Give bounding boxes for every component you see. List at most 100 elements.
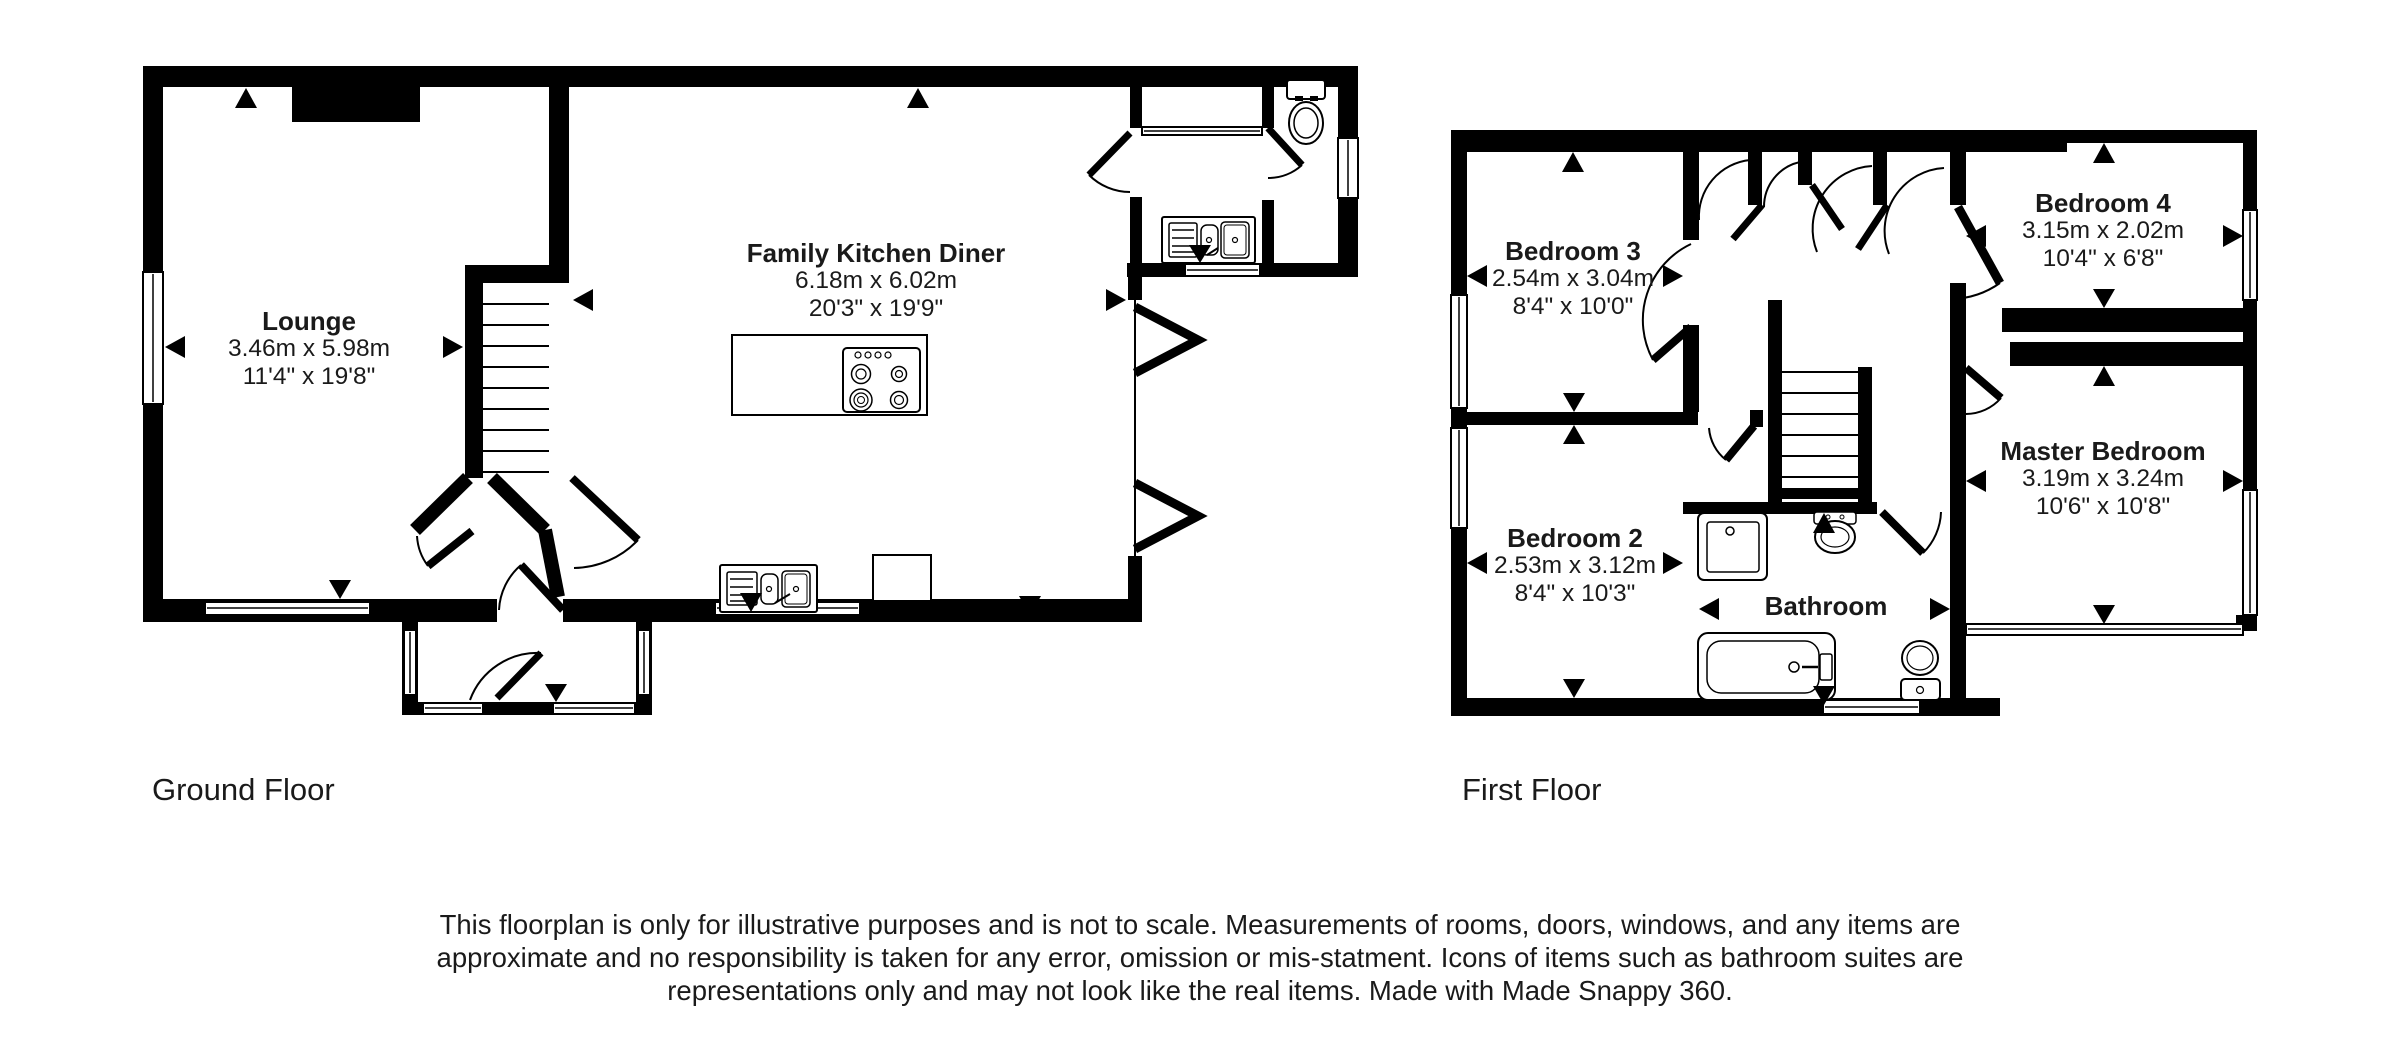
arrow-right-icon — [1663, 552, 1683, 574]
landing-door-arc — [1762, 161, 1801, 208]
bedroom3-door-arc — [1641, 243, 1692, 361]
arrow-down-icon — [2093, 605, 2115, 624]
room-name: Bedroom 3 — [1505, 236, 1641, 266]
arrow-down-icon — [2093, 289, 2115, 308]
room-dim-imperial: 11'4" x 19'8" — [242, 363, 376, 390]
arrow-down-icon — [1563, 679, 1585, 698]
arrow-down-icon — [740, 593, 762, 612]
utility-sink-icon — [1161, 216, 1256, 264]
kitchen-sink-icon — [719, 564, 818, 613]
disclaimer-line-2: approximate and no responsibility is tak… — [436, 942, 1964, 973]
front-door-arc — [498, 564, 522, 611]
bathroom-door-arc — [1922, 511, 1942, 554]
bedroom2-door-leaf — [1722, 423, 1758, 463]
hallway-angled-walls — [410, 473, 565, 599]
room-name: Bedroom 4 — [2035, 188, 2171, 218]
room-label-bathroom: Bathroom — [1765, 592, 1888, 620]
arrow-up-icon — [1813, 513, 1835, 533]
wc-toilet-icon — [1286, 79, 1326, 145]
lounge-door-arc — [416, 535, 429, 567]
kitchen-unit — [872, 554, 932, 602]
room-dim-imperial: 8'4" x 10'3" — [1514, 580, 1636, 607]
kitchen-door-leaf — [569, 475, 641, 543]
first-floor-measure-arrows — [1467, 143, 2243, 705]
arrow-left-icon — [1699, 598, 1719, 620]
landing-door-arc — [1883, 167, 1945, 255]
rear-lobby-door-arc — [1088, 174, 1131, 193]
room-dim-metric: 3.46m x 5.98m — [227, 335, 391, 362]
room-label-bedroom3: Bedroom 3 2.54m x 3.04m 8'4" x 10'0" — [1492, 237, 1654, 321]
room-label-kitchen: Family Kitchen Diner 6.18m x 6.02m 20'3"… — [747, 239, 1006, 323]
landing-door-leaf — [1855, 203, 1890, 251]
porch-door-arc — [469, 651, 542, 701]
room-label-bedroom2: Bedroom 2 2.53m x 3.12m 8'4" x 10'3" — [1494, 524, 1656, 608]
bedroom2-door-arc — [1708, 427, 1727, 461]
first-floor-caption: First Floor — [1462, 772, 1602, 807]
arrow-down-icon — [1019, 596, 1041, 615]
landing-door-leaf — [1730, 202, 1765, 242]
arrow-left-icon — [1467, 265, 1487, 287]
arrow-down-icon — [545, 684, 567, 702]
arrow-right-icon — [2223, 470, 2243, 492]
room-dim-metric: 6.18m x 6.02m — [794, 267, 958, 294]
room-label-lounge: Lounge 3.46m x 5.98m 11'4" x 19'8" — [228, 307, 390, 391]
landing-door-leaf — [1809, 183, 1845, 231]
bedroom4-door-arc — [1951, 282, 2001, 300]
ground-floor-plan — [142, 66, 1359, 715]
arrow-left-icon — [1966, 470, 1986, 492]
arrow-up-icon — [235, 88, 257, 108]
arrow-left-icon — [573, 289, 593, 311]
kitchen-door-arc — [573, 539, 639, 569]
room-dim-metric: 3.19m x 3.24m — [2021, 465, 2185, 492]
arrow-right-icon — [1930, 598, 1950, 620]
porch-door-leaf — [494, 650, 544, 701]
wc-door-arc — [1267, 164, 1303, 180]
room-dim-metric: 2.53m x 3.12m — [1493, 552, 1657, 579]
room-name: Lounge — [262, 306, 356, 336]
landing-door-arc — [1697, 159, 1751, 221]
arrow-down-icon — [1189, 245, 1211, 263]
arrow-down-icon — [1563, 393, 1585, 412]
bedroom3-door-leaf — [1650, 323, 1694, 364]
arrow-up-icon — [1563, 425, 1585, 444]
room-dim-metric: 3.15m x 2.02m — [2021, 217, 2185, 244]
room-dim-imperial: 10'6" x 10'8" — [2035, 493, 2171, 520]
arrow-left-icon — [1467, 552, 1487, 574]
arrow-down-icon — [1813, 686, 1835, 705]
room-dim-imperial: 10'4" x 6'8" — [2042, 245, 2164, 272]
ground-floor-caption: Ground Floor — [152, 772, 335, 807]
chimney-breast — [292, 87, 420, 122]
bath-icon — [1697, 632, 1836, 701]
bedroom4-door-leaf — [1954, 204, 2004, 286]
room-name: Bathroom — [1764, 591, 1888, 621]
first-floor-stairs — [1782, 371, 1858, 478]
bifold-doors — [1132, 300, 1208, 556]
first-floor-doors — [1641, 159, 2004, 556]
arrow-up-icon — [2093, 366, 2115, 386]
lounge-door-leaf — [425, 527, 475, 570]
ground-floor-doors — [416, 125, 1305, 701]
arrow-up-icon — [907, 88, 929, 108]
ground-floor-stairs — [483, 303, 549, 473]
bathroom-basin-unit-icon — [1697, 512, 1768, 581]
rear-lobby-door-leaf — [1086, 130, 1133, 178]
room-name: Bedroom 2 — [1507, 523, 1643, 553]
room-dim-imperial: 8'4" x 10'0" — [1512, 293, 1634, 320]
ground-floor-windows — [142, 126, 1359, 715]
disclaimer-line-1: This floorplan is only for illustrative … — [439, 909, 1961, 940]
room-dim-imperial: 20'3" x 19'9" — [808, 295, 944, 322]
bathroom-pedestal-basin-icon — [1813, 511, 1857, 554]
arrow-left-icon — [1966, 225, 1986, 247]
arrow-right-icon — [1663, 265, 1683, 287]
front-door-leaf — [518, 562, 566, 613]
kitchen-island-hob-icon — [731, 334, 928, 416]
bathroom-door-leaf — [1879, 509, 1926, 556]
room-name: Master Bedroom — [2000, 436, 2206, 466]
room-name: Family Kitchen Diner — [746, 238, 1006, 268]
room-label-master-bedroom: Master Bedroom 3.19m x 3.24m 10'6" x 10'… — [2000, 437, 2205, 521]
arrow-up-icon — [2093, 143, 2115, 163]
first-floor-plan — [1450, 130, 2258, 716]
bathroom-toilet-icon — [1900, 640, 1941, 701]
disclaimer-text: This floorplan is only for illustrative … — [400, 908, 2000, 1007]
